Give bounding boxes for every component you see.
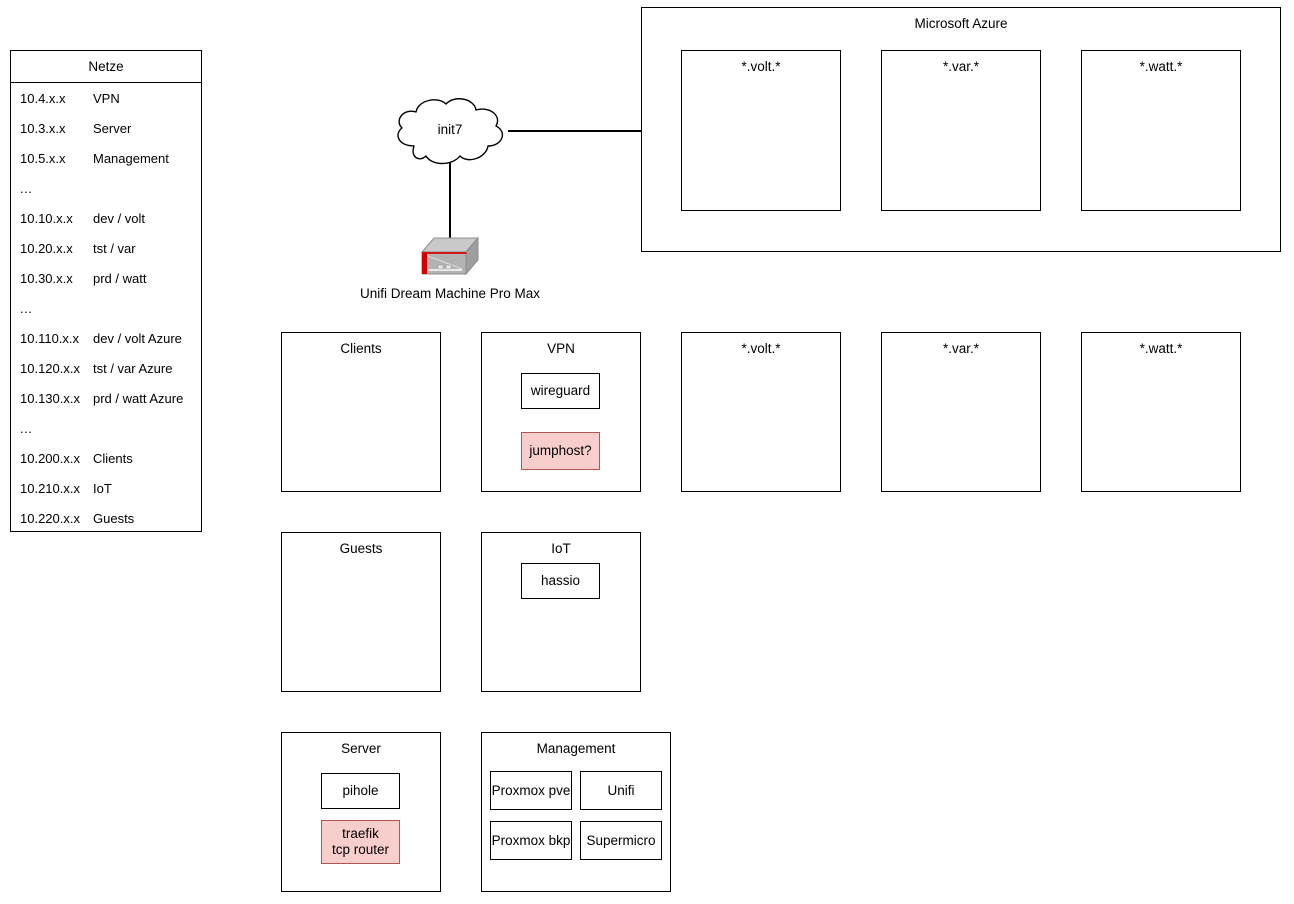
netze-row-subnet: ... (20, 420, 33, 436)
netze-row: ... (11, 173, 201, 203)
network-server-title: Server (341, 741, 381, 756)
netze-row: ... (11, 293, 201, 323)
node-pihole-label: pihole (342, 783, 379, 798)
node-jumphost[interactable]: jumphost? (521, 432, 600, 470)
netze-row: 10.10.x.x dev / volt (11, 203, 201, 233)
netze-table: Netze 10.4.x.x VPN 10.3.x.x Server 10.5.x.x M… (10, 50, 202, 532)
netze-row-name: Guests (93, 510, 135, 526)
node-traefik-label-line2: tcp router (331, 842, 390, 857)
node-jumphost-label: jumphost? (529, 443, 592, 458)
network-server: Server (281, 732, 441, 892)
netze-row-subnet: 10.130.x.x (20, 390, 80, 406)
node-hassio[interactable]: hassio (521, 563, 600, 599)
network-volt-title: *.volt.* (741, 341, 781, 356)
network-var-title: *.var.* (942, 341, 980, 356)
netze-row-name: IoT (93, 480, 112, 496)
netze-row: 10.30.x.x prd / watt (11, 263, 201, 293)
node-unifi-label: Unifi (607, 782, 635, 798)
node-supermicro-label: Supermicro (586, 832, 656, 848)
node-proxmox-pve[interactable]: Proxmox pve (490, 771, 572, 810)
netze-row-name: dev / volt (93, 210, 146, 226)
netze-row-name: prd / watt (93, 270, 147, 286)
netze-row-name: prd / watt Azure (93, 390, 184, 406)
netze-row-subnet: 10.10.x.x (20, 210, 73, 226)
cloud-label: init7 (437, 122, 463, 137)
azure-zone-watt-label: *.watt.* (1139, 59, 1183, 74)
network-clients-title: Clients (340, 341, 382, 356)
azure-zone-var: *.var.* (881, 50, 1041, 211)
netze-row: 10.4.x.x VPN (11, 83, 201, 113)
netze-row: 10.5.x.x Management (11, 143, 201, 173)
netze-table-header: Netze (11, 51, 201, 83)
node-supermicro[interactable]: Supermicro (580, 821, 662, 860)
node-traefik-label-line1: traefik (342, 826, 379, 841)
network-iot-title: IoT (551, 541, 571, 556)
network-iot: IoT (481, 532, 641, 692)
node-proxmox-pve-label: Proxmox pve (491, 782, 571, 798)
router-icon (420, 236, 480, 276)
netze-row: 10.130.x.x prd / watt Azure (11, 383, 201, 413)
node-wireguard-label: wireguard (530, 383, 591, 398)
azure-zone-volt: *.volt.* (681, 50, 841, 211)
netze-row-subnet: 10.210.x.x (20, 480, 80, 496)
node-proxmox-bkp[interactable]: Proxmox bkp (490, 821, 572, 860)
netze-row-name: dev / volt Azure (93, 330, 182, 346)
netze-row-subnet: 10.4.x.x (20, 90, 66, 106)
netze-row-name: Server (93, 120, 132, 136)
netze-row: 10.220.x.x Guests (11, 503, 201, 533)
azure-zone-watt: *.watt.* (1081, 50, 1241, 211)
netze-row-subnet: 10.220.x.x (20, 510, 80, 526)
node-proxmox-bkp-label: Proxmox bkp (491, 832, 571, 848)
azure-title: Microsoft Azure (914, 16, 1008, 31)
netze-row-subnet: ... (20, 180, 33, 196)
network-management-title: Management (536, 741, 616, 756)
node-hassio-label: hassio (540, 573, 581, 588)
netze-row-name: Clients (93, 450, 133, 466)
netze-row-subnet: 10.30.x.x (20, 270, 73, 286)
network-management: Management (481, 732, 671, 892)
network-watt: *.watt.* (1081, 332, 1241, 492)
netze-row: 10.110.x.x dev / volt Azure (11, 323, 201, 353)
network-guests: Guests (281, 532, 441, 692)
netze-row-subnet: 10.120.x.x (20, 360, 80, 376)
netze-row-subnet: 10.200.x.x (20, 450, 80, 466)
netze-table-body: 10.4.x.x VPN 10.3.x.x Server 10.5.x.x Managem… (11, 83, 201, 531)
azure-zone-var-label: *.var.* (942, 59, 980, 74)
router-label: Unifi Dream Machine Pro Max (359, 286, 541, 301)
netze-row: 10.20.x.x tst / var (11, 233, 201, 263)
netze-row: ... (11, 413, 201, 443)
netze-row-name: VPN (93, 90, 120, 106)
network-volt: *.volt.* (681, 332, 841, 492)
netze-row: 10.210.x.x IoT (11, 473, 201, 503)
netze-row-name: Management (93, 150, 169, 166)
network-clients: Clients (281, 332, 441, 492)
network-guests-title: Guests (339, 541, 383, 556)
network-watt-title: *.watt.* (1139, 341, 1183, 356)
cloud-icon (397, 98, 504, 165)
network-var: *.var.* (881, 332, 1041, 492)
netze-row-subnet: ... (20, 300, 33, 316)
node-traefik[interactable]: traefik tcp router (321, 820, 400, 864)
connector-cloud-to-router (449, 162, 451, 238)
azure-zone-volt-label: *.volt.* (741, 59, 781, 74)
node-wireguard[interactable]: wireguard (521, 373, 600, 409)
netze-row: 10.200.x.x Clients (11, 443, 201, 473)
node-pihole[interactable]: pihole (321, 773, 400, 809)
netze-row-subnet: 10.110.x.x (20, 330, 80, 346)
connector-cloud-to-azure (508, 130, 641, 132)
netze-row: 10.3.x.x Server (11, 113, 201, 143)
init7-cloud: init7 (388, 96, 512, 168)
node-unifi[interactable]: Unifi (580, 771, 662, 810)
netze-row-name: tst / var Azure (93, 360, 173, 376)
netze-row-name: tst / var (93, 240, 136, 256)
unifi-dream-machine-device (416, 236, 484, 284)
netze-row: 10.120.x.x tst / var Azure (11, 353, 201, 383)
node-traefik-label: traefik tcp router (332, 826, 389, 858)
network-vpn-title: VPN (547, 341, 575, 356)
netze-row-subnet: 10.5.x.x (20, 150, 66, 166)
netze-row-subnet: 10.20.x.x (20, 240, 73, 256)
netze-row-subnet: 10.3.x.x (20, 120, 66, 136)
